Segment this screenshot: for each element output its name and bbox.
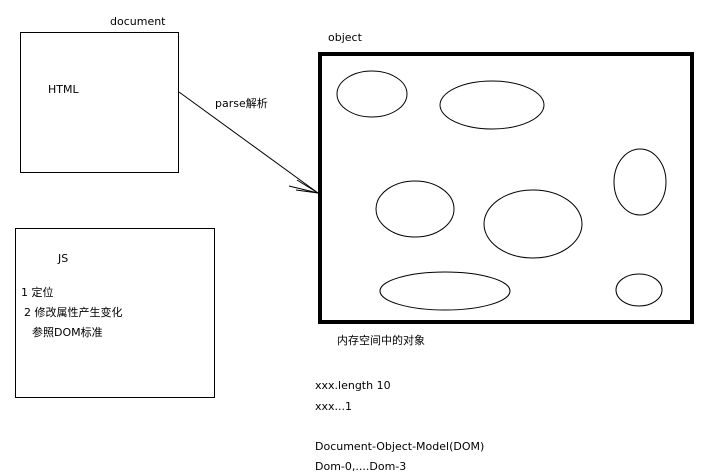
memory-object: [483, 189, 583, 259]
memory-object: [613, 148, 667, 216]
memory-object: [439, 80, 545, 130]
parse-arrow-line: [178, 91, 319, 194]
parse-arrow-head-lower: [296, 179, 319, 194]
parse-arrow-label: parse解析: [215, 97, 268, 110]
note-line: Dom-0,....Dom-3: [315, 460, 407, 473]
object-caption: 内存空间中的对象: [337, 334, 425, 347]
note-line: Document-Object-Model(DOM): [315, 440, 485, 453]
memory-object: [615, 273, 663, 307]
document-box: HTML: [20, 32, 179, 173]
js-item: 2 修改属性产生变化: [24, 306, 123, 319]
js-title: JS: [58, 252, 69, 265]
note-line: xxx...1: [315, 400, 353, 413]
js-item: 1 定位: [21, 286, 54, 299]
js-item: 参照DOM标准: [32, 326, 103, 339]
js-box: JS 1 定位 2 修改属性产生变化 参照DOM标准: [15, 228, 215, 398]
memory-object: [379, 271, 511, 311]
note-line: xxx.length 10: [315, 379, 391, 392]
memory-object: [336, 70, 408, 118]
document-title: document: [110, 15, 166, 28]
parse-arrow-head-back: [295, 189, 319, 194]
memory-object: [375, 180, 455, 238]
parse-arrow-head-upper: [288, 185, 319, 194]
object-title: object: [328, 31, 362, 44]
document-content-label: HTML: [48, 83, 79, 96]
